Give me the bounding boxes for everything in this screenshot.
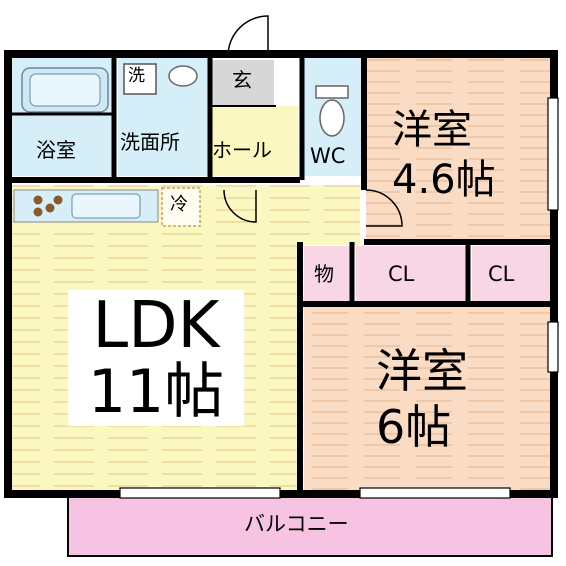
entrance-area [212, 60, 274, 106]
walls [4, 50, 558, 498]
hall-label: ホール [212, 138, 272, 162]
washbasin-label: 洗面所 [120, 130, 180, 154]
washbasin-sink-icon [168, 65, 198, 87]
toilet-tank-icon [315, 85, 349, 99]
closet-1-label: CL [388, 262, 415, 286]
fridge-label: 冷 [170, 194, 188, 215]
toilet-bowl-icon [319, 99, 345, 137]
storage-label: 物 [314, 262, 334, 286]
ldk-upper-strip [200, 185, 360, 245]
western-room-1 [366, 58, 550, 242]
stove-burner-icon [53, 195, 63, 205]
entrance-door-swing [227, 15, 269, 57]
stove-burner-icon [33, 195, 43, 205]
western1-size: 4.6帖 [392, 157, 496, 203]
kitchen-sink-icon [71, 193, 141, 219]
western-room-2 [304, 306, 550, 490]
entrance-label: 玄 [232, 68, 252, 92]
stove-burner-icon [33, 207, 43, 217]
ldk-name: LDK [68, 290, 244, 362]
western2-size: 6帖 [376, 400, 452, 454]
western2-name: 洋室 [376, 344, 468, 398]
hall-area [212, 106, 298, 176]
closet-1 [356, 246, 466, 302]
western1-name: 洋室 [392, 107, 472, 153]
stove-burner-icon [45, 203, 55, 213]
fridge-space [161, 187, 201, 227]
bath-label: 浴室 [36, 138, 76, 162]
ldk-door-swing [223, 189, 257, 223]
closet-2 [472, 246, 550, 302]
western1-door-swing [365, 189, 403, 227]
washer-label: 洗 [128, 66, 145, 86]
closet-2-label: CL [488, 262, 515, 286]
wc-label: WC [310, 144, 346, 168]
storage-room [304, 246, 350, 302]
windows [119, 97, 559, 499]
balcony-label: バルコニー [244, 512, 349, 536]
balcony-area [67, 493, 553, 557]
ldk-size: 11帖 [68, 358, 244, 426]
